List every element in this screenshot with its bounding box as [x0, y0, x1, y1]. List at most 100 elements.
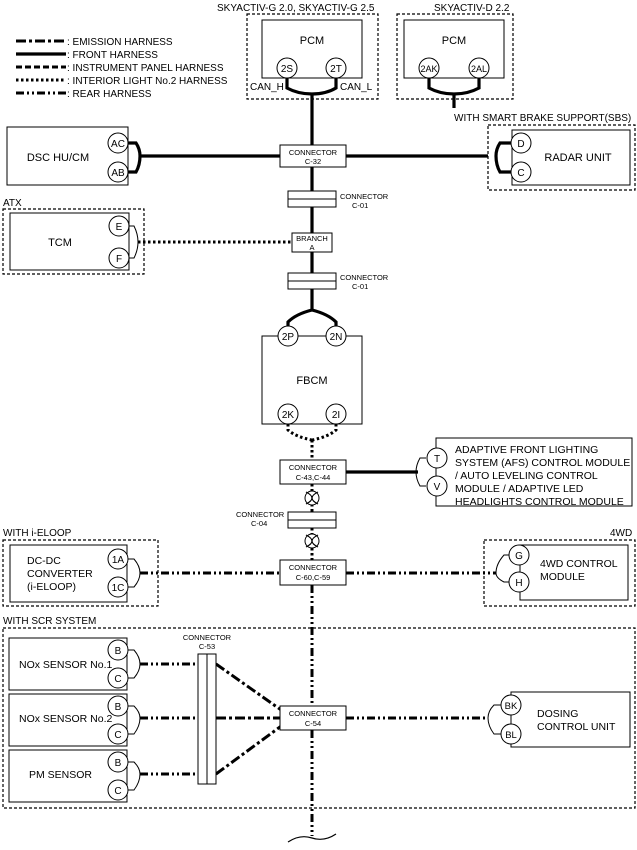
nox-sensor-1: NOx SENSOR No.1 B C: [8, 637, 129, 691]
4wd-control-module: 4WD CONTROL MODULE G H: [508, 544, 629, 601]
connector-c-43-label-1: CONNECTOR: [289, 463, 338, 472]
pm-box: [8, 749, 128, 803]
wire-pcm-g-can-l: [311, 78, 338, 96]
radar-box: [511, 129, 631, 186]
legend-emission-label: : EMISSION HARNESS: [67, 37, 173, 48]
legend-instrument-label: : INSTRUMENT PANEL HARNESS: [67, 63, 224, 74]
pin-1c-label: 1C: [112, 583, 125, 594]
pcm-d-label: PCM: [442, 35, 466, 47]
pin-1a: [107, 548, 129, 570]
pin-e-label: E: [116, 222, 123, 233]
dosing-label-line-2: CONTROL UNIT: [537, 721, 616, 733]
pin-d-label: D: [517, 139, 524, 150]
twisted-pair-lower-strands: [305, 534, 319, 548]
connector-c-01-upper-label-2: C-01: [352, 201, 368, 210]
pin-c-pm: [107, 779, 129, 801]
group-label-sbs: WITH SMART BRAKE SUPPORT(SBS): [454, 113, 631, 124]
connector-c-01-upper-label-1: CONNECTOR: [340, 192, 389, 201]
afs-control-module: ADAPTIVE FRONT LIGHTING SYSTEM (AFS) CON…: [426, 437, 633, 508]
afs-label-line-5: HEADLIGHTS CONTROL MODULE: [455, 496, 624, 508]
connector-c-43-label-2: C-43,C-44: [296, 473, 331, 482]
wire-pcm-g-can-h: [285, 78, 313, 96]
pin-ab-label: AB: [111, 168, 125, 179]
pin-2n-label: 2N: [330, 332, 343, 343]
wire-pcm-d-2al: [453, 78, 481, 96]
connector-c-54-label-1: CONNECTOR: [289, 709, 338, 718]
pm-sensor: PM SENSOR B C: [8, 749, 129, 803]
group-box-scr: [2, 627, 636, 809]
wire-nox2-c: [127, 717, 141, 735]
wire-pcm-d-2ak: [427, 78, 455, 96]
pin-2t: [325, 57, 347, 79]
pin-f: [108, 247, 130, 269]
wire-radar-d: [494, 141, 512, 157]
pin-2n: [325, 325, 347, 347]
group-label-scr: WITH SCR SYSTEM: [3, 616, 96, 627]
pin-c-pm-label: C: [114, 786, 121, 797]
connector-c-04-label-2: C-04: [251, 519, 267, 528]
legend-interior-label: : INTERIOR LIGHT No.2 HARNESS: [67, 76, 228, 87]
pin-2al: [468, 57, 490, 79]
pin-g: [508, 544, 530, 566]
dsc-label: DSC HU/CM: [27, 152, 89, 164]
pin-ac: [107, 132, 129, 154]
pin-e: [108, 215, 130, 237]
wire-pm-c: [127, 773, 141, 791]
branch-a-label-2: A: [309, 243, 314, 252]
connector-c-54-label-2: C-54: [305, 719, 321, 728]
group-box-atx: [2, 208, 145, 275]
wire-afs-t: [415, 457, 426, 473]
radar-label: RADAR UNIT: [544, 152, 612, 164]
wire-fbcm-2i: [311, 424, 338, 442]
wire-nox1-b: [127, 649, 141, 665]
afs-label-line-3: / AUTO LEVELING CONTROL: [455, 470, 598, 482]
nox2-box: [8, 693, 128, 747]
can-l-label: CAN_L: [340, 82, 373, 93]
pin-2p-label: 2P: [282, 332, 295, 343]
tcm: TCM E F: [9, 212, 130, 271]
pin-2k: [277, 403, 299, 425]
pin-2k-label: 2K: [282, 410, 295, 421]
dosing-control-unit: DOSING CONTROL UNIT BK BL: [500, 691, 631, 748]
group-label-skyactiv-d: SKYACTIV-D 2.2: [434, 3, 510, 14]
wire-dsc-ac: [127, 141, 142, 157]
wire-nox1-c: [127, 663, 141, 679]
dcdc-label-line-3: (i-ELOOP): [27, 581, 76, 593]
wire-pm-b: [127, 761, 141, 775]
wire-radar-c: [494, 155, 512, 174]
connector-c-54: CONNECTOR C-54: [279, 705, 347, 731]
dc-dc-converter: DC-DC CONVERTER (i-ELOOP) 1A 1C: [9, 544, 129, 603]
pin-bl: [500, 723, 522, 745]
nox-sensor-2: NOx SENSOR No.2 B C: [8, 693, 129, 747]
pin-2i-label: 2I: [332, 410, 340, 421]
pin-c-nox1-label: C: [114, 674, 121, 685]
group-box-skyactiv-d: [396, 13, 514, 100]
twisted-pair-marker-upper: [304, 490, 320, 506]
4wd-box: [519, 544, 629, 601]
pin-c-nox1: [107, 667, 129, 689]
connector-c-43-box: [279, 459, 347, 485]
connector-c-60-label-2: C-60,C-59: [296, 573, 331, 582]
connector-c-60-c-59: CONNECTOR C-60,C-59: [279, 559, 347, 586]
connector-c-54-box: [279, 705, 347, 731]
pin-b-nox1: [107, 639, 129, 661]
wire-dosing-bk: [487, 704, 502, 719]
group-label-atx: ATX: [3, 198, 22, 209]
branch-a-label-1: BRANCH: [296, 234, 328, 243]
pin-f-label: F: [116, 254, 122, 265]
dcdc-label-line-2: CONVERTER: [27, 568, 93, 580]
pin-bl-label: BL: [505, 730, 517, 741]
pin-b-pm: [107, 751, 129, 773]
pin-2s: [276, 57, 298, 79]
afs-label-line-1: ADAPTIVE FRONT LIGHTING: [455, 444, 598, 456]
pin-2p: [277, 325, 299, 347]
connector-c-32: CONNECTOR C-32: [279, 144, 347, 168]
wire-dosing-bl: [487, 717, 502, 735]
wire-continuation-break: [287, 833, 337, 843]
pin-b-pm-label: B: [115, 758, 122, 769]
wire-fbcm-2n: [311, 308, 338, 327]
can-h-label: CAN_H: [250, 82, 284, 93]
pin-c-nox2: [107, 723, 129, 745]
4wd-label-line-1: 4WD CONTROL: [540, 558, 618, 570]
